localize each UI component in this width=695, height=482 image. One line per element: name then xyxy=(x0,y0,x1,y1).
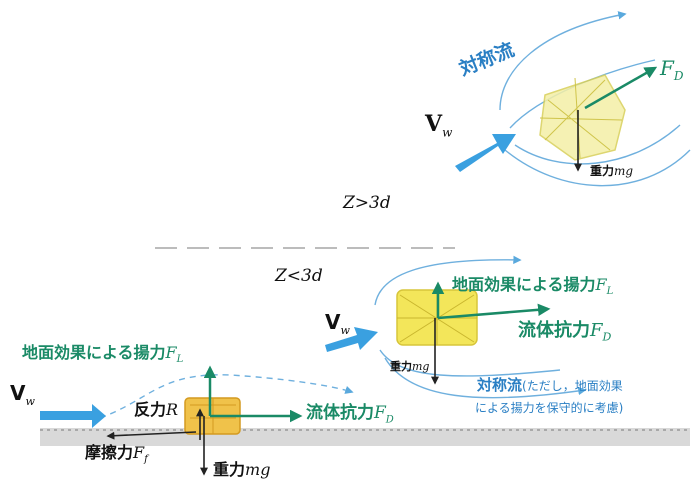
top-streamline-upper xyxy=(499,11,627,111)
top-drag-var: F xyxy=(660,56,674,80)
middle-v-text: V xyxy=(325,310,341,334)
middle-lift-var: F xyxy=(595,275,607,294)
middle-lift-text: 地面効果による揚力 xyxy=(452,275,596,294)
z-near-label: Z<3d xyxy=(275,266,323,286)
bottom-v-sub: w xyxy=(25,395,35,408)
middle-note-symflow: 対称流 xyxy=(477,376,523,394)
z-far-label: Z>3d xyxy=(343,193,391,213)
middle-drag-arrow xyxy=(437,303,551,320)
middle-drag-sub: D xyxy=(602,330,612,344)
top-drag-sub: D xyxy=(673,69,684,83)
middle-drag-text: 流体抗力 xyxy=(518,320,590,341)
bottom-gravity-label: 重力mg xyxy=(213,462,270,478)
bottom-drag-sub: D xyxy=(385,414,394,426)
middle-v-sub: w xyxy=(340,324,350,337)
middle-v-label: Vw xyxy=(325,312,350,336)
bottom-friction-sub: f xyxy=(144,454,148,466)
middle-streamline-upper xyxy=(374,255,522,306)
middle-streamlines xyxy=(374,255,587,399)
top-block xyxy=(539,74,626,161)
bottom-lift-sub: L xyxy=(176,354,184,366)
middle-drag-label: 流体抗力FD xyxy=(518,322,611,343)
middle-flow-arrow xyxy=(325,327,378,352)
middle-gravity-label: 重力mg xyxy=(390,361,429,372)
bottom-friction-arrow xyxy=(106,431,197,440)
top-gravity-var: mg xyxy=(614,164,634,178)
middle-note-line2: による揚力を保守的に考慮) xyxy=(475,401,624,415)
bottom-lift-label: 地面効果による揚力FL xyxy=(22,345,183,365)
middle-note-paren: (ただし，地面効果 xyxy=(522,379,623,393)
bottom-gravity-var: mg xyxy=(245,460,271,479)
top-drag-arrow xyxy=(584,66,658,110)
top-streamline-lower2 xyxy=(504,149,691,187)
middle-gravity-text: 重力 xyxy=(390,360,412,373)
bottom-lift-text: 地面効果による揚力 xyxy=(22,343,166,362)
top-gravity-text: 重力 xyxy=(590,164,615,178)
top-gravity-label: 重力mg xyxy=(590,165,633,177)
bottom-flow-arrow xyxy=(40,411,95,420)
bottom-v-text: V xyxy=(10,381,26,405)
middle-note-line1: 対称流(ただし，地面効果 xyxy=(477,378,623,393)
middle-gravity-var: mg xyxy=(412,360,430,373)
bottom-reaction-label: 反力R xyxy=(134,402,178,418)
middle-streamline-lower1 xyxy=(379,349,561,377)
bottom-friction-label: 摩擦力Ff xyxy=(85,445,148,465)
bottom-drag-text: 流体抗力 xyxy=(306,403,374,423)
bottom-gravity-text: 重力 xyxy=(213,460,246,479)
top-streamlines xyxy=(499,11,691,187)
top-v-text: V xyxy=(425,111,443,137)
top-v-label: Vw xyxy=(425,113,452,138)
middle-drag-var: F xyxy=(590,320,603,341)
middle-lift-sub: L xyxy=(606,286,614,298)
top-streamline-lower1 xyxy=(514,124,681,165)
bottom-lift-var: F xyxy=(165,343,177,362)
bottom-reaction-var: R xyxy=(166,400,179,419)
bottom-drag-var: F xyxy=(374,403,386,423)
bottom-drag-label: 流体抗力FD xyxy=(306,405,394,425)
top-flow-arrow xyxy=(455,134,516,172)
bottom-friction-text: 摩擦力 xyxy=(85,443,134,462)
bottom-v-label: Vw xyxy=(10,383,35,407)
middle-streamline-lower2 xyxy=(384,357,587,399)
bottom-streamline xyxy=(99,374,354,419)
middle-lift-label: 地面効果による揚力FL xyxy=(452,277,613,297)
bottom-reaction-text: 反力 xyxy=(134,400,167,419)
bottom-friction-var: F xyxy=(133,443,145,462)
top-v-sub: w xyxy=(442,125,453,140)
top-drag-label: FD xyxy=(660,58,684,82)
